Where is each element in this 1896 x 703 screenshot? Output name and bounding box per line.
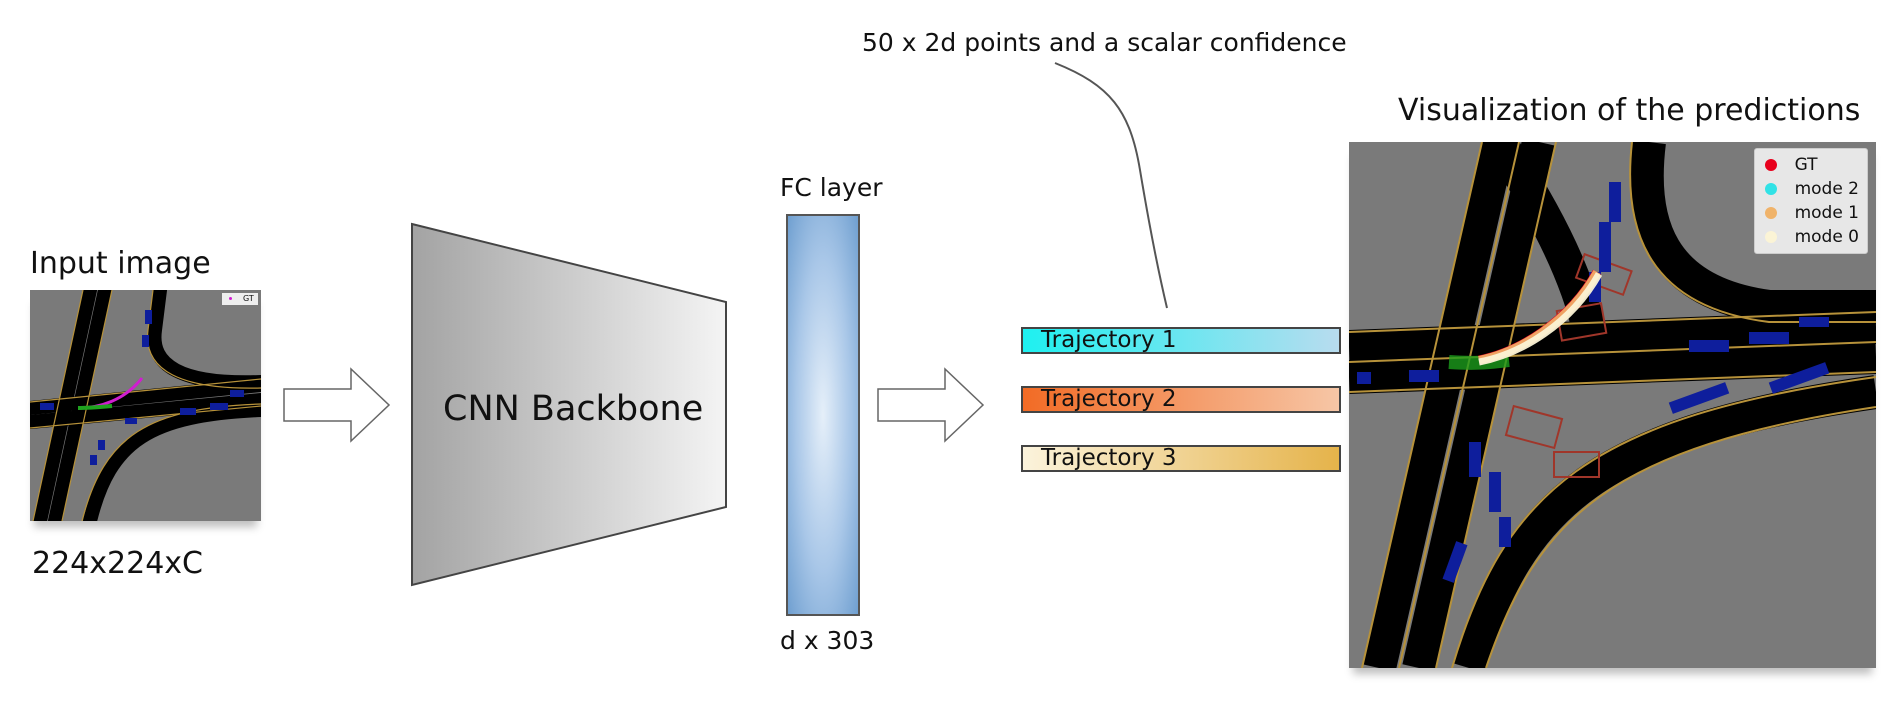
input-image-dims: 224x224xC: [32, 546, 203, 581]
input-image-title: Input image: [30, 246, 211, 281]
legend-marker-mode-2: [1764, 183, 1777, 195]
trajectory-3-label: Trajectory 3: [1041, 445, 1177, 471]
input-mini-legend: GT: [222, 293, 258, 305]
trajectory-2-label: Trajectory 2: [1041, 386, 1177, 412]
legend-item-mode-1: mode 1: [1764, 201, 1859, 225]
trajectory-3-bar: Trajectory 3: [1021, 445, 1341, 472]
legend-item-mode-0: mode 0: [1764, 225, 1859, 249]
fc-layer-dims: d x 303: [780, 626, 875, 655]
fc-layer-title: FC layer: [780, 173, 883, 202]
legend-marker-mode-1: [1764, 207, 1777, 219]
legend-item-mode-2: mode 2: [1764, 177, 1859, 201]
arrow-input-to-backbone: [283, 367, 391, 443]
arrow-fc-to-trajectories: [877, 367, 985, 443]
legend-marker-gt: [1764, 159, 1777, 171]
input-mini-legend-marker: [229, 297, 232, 300]
visualization-title: Visualization of the predictions: [1398, 93, 1861, 128]
legend-label-mode-2: mode 2: [1794, 179, 1859, 199]
cnn-backbone-shape: [411, 222, 727, 587]
input-image: GT: [30, 290, 261, 521]
input-map-roads: [30, 290, 261, 521]
trajectory-2-bar: Trajectory 2: [1021, 386, 1341, 413]
trajectory-1-label: Trajectory 1: [1041, 327, 1177, 353]
legend-label-mode-0: mode 0: [1794, 227, 1859, 247]
annotation-output-format: 50 x 2d points and a scalar confidence: [862, 28, 1347, 57]
input-mini-legend-label: GT: [243, 294, 254, 303]
fc-layer-block: [786, 214, 860, 616]
visualization-map-roads: [1349, 142, 1876, 668]
legend-item-gt: GT: [1764, 153, 1859, 177]
visualization-image: GT mode 2 mode 1 mode 0: [1349, 142, 1876, 668]
legend-marker-mode-0: [1764, 231, 1777, 243]
cnn-backbone-label: CNN Backbone: [443, 389, 704, 429]
legend-label-gt: GT: [1794, 155, 1818, 175]
legend-label-mode-1: mode 1: [1794, 203, 1859, 223]
trajectory-1-bar: Trajectory 1: [1021, 327, 1341, 354]
visualization-legend: GT mode 2 mode 1 mode 0: [1753, 148, 1868, 254]
